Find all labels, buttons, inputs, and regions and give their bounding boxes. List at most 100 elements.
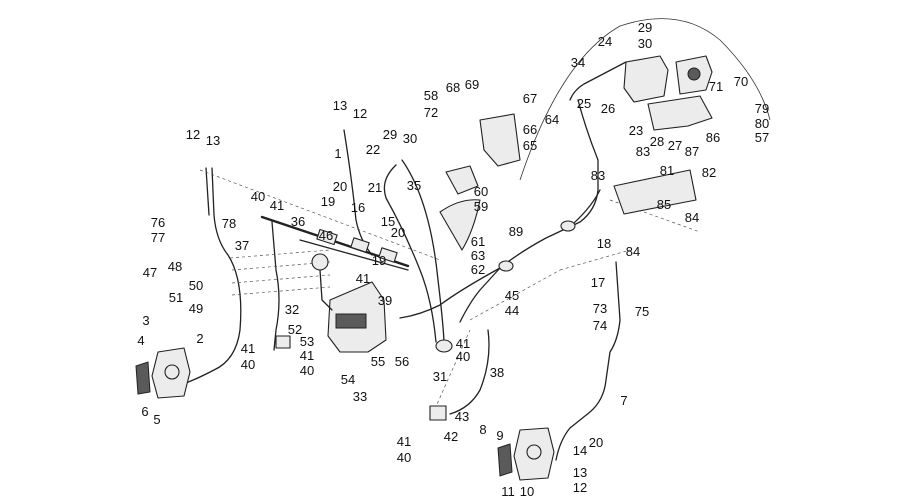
callout-20: 20 xyxy=(333,179,347,194)
callout-4: 4 xyxy=(137,333,144,348)
callout-72: 72 xyxy=(424,105,438,120)
clamp-89 xyxy=(498,260,514,272)
callout-76: 76 xyxy=(151,215,165,230)
callout-70: 70 xyxy=(734,74,748,89)
callout-62: 62 xyxy=(471,262,485,277)
ref-line-8 xyxy=(429,329,471,421)
callout-24: 24 xyxy=(598,34,612,49)
pad-left xyxy=(135,361,151,395)
callout-40: 40 xyxy=(456,349,470,364)
callout-3: 3 xyxy=(142,313,149,328)
reservoir-hose xyxy=(319,269,333,311)
hose-center-left xyxy=(271,221,280,351)
clamp-31 xyxy=(435,339,453,353)
callout-20: 20 xyxy=(391,225,405,240)
callout-2: 2 xyxy=(196,331,203,346)
line-38 xyxy=(449,329,490,415)
fitting-46 xyxy=(316,228,338,246)
abs-motor-cap xyxy=(687,67,701,81)
callout-19: 19 xyxy=(321,194,335,209)
callout-13: 13 xyxy=(206,133,220,148)
callout-25: 25 xyxy=(577,96,591,111)
abs-unit xyxy=(623,55,713,103)
callout-41: 41 xyxy=(270,198,284,213)
callout-60: 60 xyxy=(474,184,488,199)
callout-18: 18 xyxy=(597,236,611,251)
callout-13: 13 xyxy=(333,98,347,113)
callout-22: 22 xyxy=(366,142,380,157)
caliper-right xyxy=(497,427,555,481)
callout-42: 42 xyxy=(444,429,458,444)
master-cylinder xyxy=(311,253,387,353)
callout-52: 52 xyxy=(288,322,302,337)
callout-43: 43 xyxy=(455,409,469,424)
callout-17: 17 xyxy=(591,275,605,290)
callout-27: 27 xyxy=(668,138,682,153)
callout-48: 48 xyxy=(168,259,182,274)
callout-40: 40 xyxy=(251,189,265,204)
callout-11: 11 xyxy=(501,484,515,499)
callout-23: 23 xyxy=(629,123,643,138)
master-window xyxy=(335,313,367,329)
callout-41: 41 xyxy=(300,348,314,363)
callout-38: 38 xyxy=(490,365,504,380)
callout-12: 12 xyxy=(573,480,587,495)
callout-84: 84 xyxy=(685,210,699,225)
callout-21: 21 xyxy=(368,180,382,195)
callout-81: 81 xyxy=(660,163,674,178)
rail-assembly xyxy=(260,215,410,271)
callout-71: 71 xyxy=(709,79,723,94)
bracket-right xyxy=(613,95,713,215)
callout-75: 75 xyxy=(635,304,649,319)
ref-line-4 xyxy=(231,274,331,284)
bracket-81 xyxy=(613,169,697,215)
callout-41: 41 xyxy=(397,434,411,449)
hose-left xyxy=(177,167,242,387)
callout-41: 41 xyxy=(456,336,470,351)
callout-30: 30 xyxy=(403,131,417,146)
callout-13: 13 xyxy=(573,465,587,480)
fitting-16 xyxy=(350,237,370,253)
piston-left xyxy=(164,364,180,380)
callout-33: 33 xyxy=(353,389,367,404)
guard-61 xyxy=(439,199,481,251)
ref-line-5 xyxy=(231,286,331,296)
callout-40: 40 xyxy=(397,450,411,465)
caliper-left xyxy=(135,347,191,399)
ref-line-7 xyxy=(469,269,561,321)
pad-right xyxy=(497,443,513,477)
line-22 xyxy=(401,159,445,346)
callout-16: 16 xyxy=(351,200,365,215)
callout-68: 68 xyxy=(446,80,460,95)
piston-right xyxy=(526,444,542,460)
callout-41: 41 xyxy=(356,271,370,286)
ref-line-3 xyxy=(231,261,331,271)
callout-59: 59 xyxy=(474,199,488,214)
callout-39: 39 xyxy=(378,293,392,308)
callout-53: 53 xyxy=(300,334,314,349)
callout-64: 64 xyxy=(545,112,559,127)
abs-body xyxy=(623,55,669,103)
ref-line-9 xyxy=(609,199,701,233)
hose-left-outer xyxy=(205,167,210,216)
callout-66: 66 xyxy=(523,122,537,137)
rail-lower xyxy=(299,239,409,271)
clamps xyxy=(275,220,576,421)
reservoir-cap xyxy=(311,253,329,271)
line-22-b xyxy=(383,164,437,343)
callout-28: 28 xyxy=(650,134,664,149)
callout-56: 56 xyxy=(395,354,409,369)
line-89-branch xyxy=(399,267,501,319)
disc-guard xyxy=(439,199,481,251)
callout-54: 54 xyxy=(341,372,355,387)
brake-lines xyxy=(177,18,771,461)
callout-12: 12 xyxy=(353,106,367,121)
callout-87: 87 xyxy=(685,144,699,159)
callout-40: 40 xyxy=(241,357,255,372)
line-24-area xyxy=(569,61,627,101)
callout-78: 78 xyxy=(222,216,236,231)
callout-10: 10 xyxy=(520,484,534,499)
